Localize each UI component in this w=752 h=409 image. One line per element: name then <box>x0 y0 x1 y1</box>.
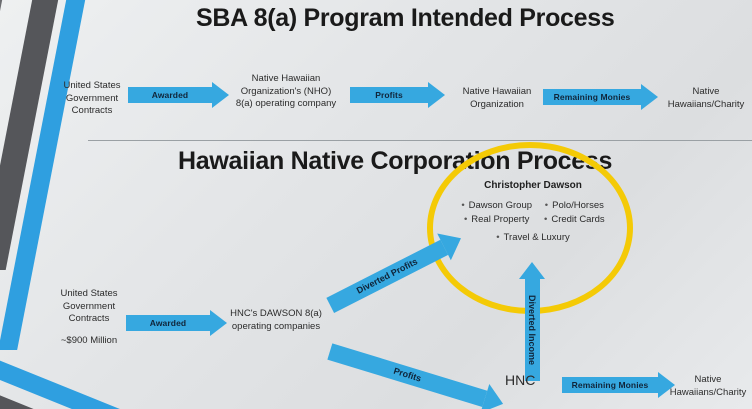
node-line: operating companies <box>231 320 321 332</box>
node-line: Hawaiians/Charity <box>667 98 745 110</box>
node-line: Government <box>62 300 116 312</box>
dawson-assets-right: Polo/Horses Credit Cards <box>544 200 605 225</box>
arrow-shaft: Diverted Profits <box>326 239 448 313</box>
node-line: United States <box>63 80 121 91</box>
list-item-travel-luxury: Travel & Luxury <box>443 232 623 243</box>
arrow-label: Profits <box>392 365 423 384</box>
arrow-remaining-monies-bottom: Remaining Monies <box>562 372 675 398</box>
arrow-shaft: Awarded <box>126 315 210 331</box>
arrow-head <box>428 82 445 108</box>
arrow-awarded-top: Awarded <box>128 82 229 108</box>
decorative-stripe-dark-top <box>0 0 65 270</box>
decorative-stripe-dark-diagonal <box>0 372 221 409</box>
arrow-label: Profits <box>375 90 403 100</box>
dawson-assets-left: Dawson Group Real Property <box>461 200 532 225</box>
arrow-head <box>480 384 508 409</box>
arrow-head <box>212 82 229 108</box>
node-hnc-dawson-operating-companies: HNC's DAWSON 8(a) operating companies <box>223 308 329 333</box>
node-native-hawaiians-charity-top: Native Hawaiians/Charity <box>660 86 752 111</box>
arrow-shaft: Remaining Monies <box>543 89 641 105</box>
arrow-head <box>210 310 227 336</box>
arrow-label: Remaining Monies <box>553 92 631 102</box>
arrow-shaft: Profits <box>327 342 488 407</box>
node-line: Native Hawaiian <box>462 86 532 97</box>
node-line: Organization <box>470 98 524 110</box>
arrow-label: Diverted Income <box>527 294 537 366</box>
arrow-label: Diverted Profits <box>354 256 420 296</box>
node-line: Contracts <box>71 105 113 116</box>
arrow-diverted-income: Diverted Income <box>519 262 545 381</box>
node-line: Native Hawaiian <box>251 73 321 84</box>
node-line: HNC's DAWSON 8(a) <box>230 308 322 319</box>
arrow-awarded-bottom: Awarded <box>126 310 227 336</box>
dawson-callout: Christopher Dawson Dawson Group Real Pro… <box>443 180 623 243</box>
list-item: Real Property <box>461 214 532 225</box>
dawson-name-line: Dawson <box>543 180 582 191</box>
arrow-head <box>519 262 545 279</box>
arrow-shaft: Diverted Income <box>524 279 540 381</box>
decorative-stripe-dark-left <box>0 0 8 270</box>
node-line: United States <box>60 288 118 299</box>
node-line: 8(a) operating company <box>235 98 337 109</box>
arrow-profits-bottom: Profits <box>326 337 508 409</box>
dawson-asset-columns: Dawson Group Real Property Polo/Horses C… <box>443 200 623 225</box>
list-item: Credit Cards <box>544 214 604 225</box>
node-line: Native <box>694 374 722 385</box>
node-line: Contracts <box>68 313 110 324</box>
node-line: Hawaiians/Charity <box>669 386 747 398</box>
node-us-government-contracts-top: United States Government Contracts <box>52 80 132 118</box>
list-item: Dawson Group <box>461 200 532 211</box>
arrow-head <box>641 84 658 110</box>
section-divider <box>88 140 752 141</box>
node-nho-operating-company: Native Hawaiian Organization's (NHO) 8(a… <box>228 73 344 111</box>
node-line-amount: ~$900 Million <box>60 334 118 346</box>
arrow-shaft: Remaining Monies <box>562 377 658 393</box>
arrow-label: Awarded <box>149 318 187 328</box>
arrow-label: Awarded <box>151 90 189 100</box>
node-hnc: HNC <box>505 372 536 388</box>
list-item: Polo/Horses <box>544 200 605 211</box>
node-native-hawaiians-charity-bottom: Native Hawaiians/Charity <box>664 374 752 399</box>
arrow-shaft: Profits <box>350 87 428 103</box>
arrow-head <box>658 372 675 398</box>
node-line: Government <box>65 92 119 104</box>
arrow-shaft: Awarded <box>128 87 212 103</box>
node-native-hawaiian-organization: Native Hawaiian Organization <box>448 86 546 111</box>
dawson-name-line: Christopher <box>484 180 541 191</box>
dawson-name: Christopher Dawson <box>443 180 623 193</box>
page-title-top: SBA 8(a) Program Intended Process <box>196 4 615 32</box>
node-line: Organization's (NHO) <box>240 85 332 97</box>
arrow-profits-top: Profits <box>350 82 445 108</box>
node-us-government-contracts-bottom: United States Government Contracts ~$900… <box>48 288 130 347</box>
arrow-remaining-monies-top: Remaining Monies <box>543 84 658 110</box>
node-line: Native <box>692 86 720 97</box>
arrow-label: Remaining Monies <box>571 380 649 390</box>
decorative-stripe-blue-diagonal <box>0 342 233 409</box>
